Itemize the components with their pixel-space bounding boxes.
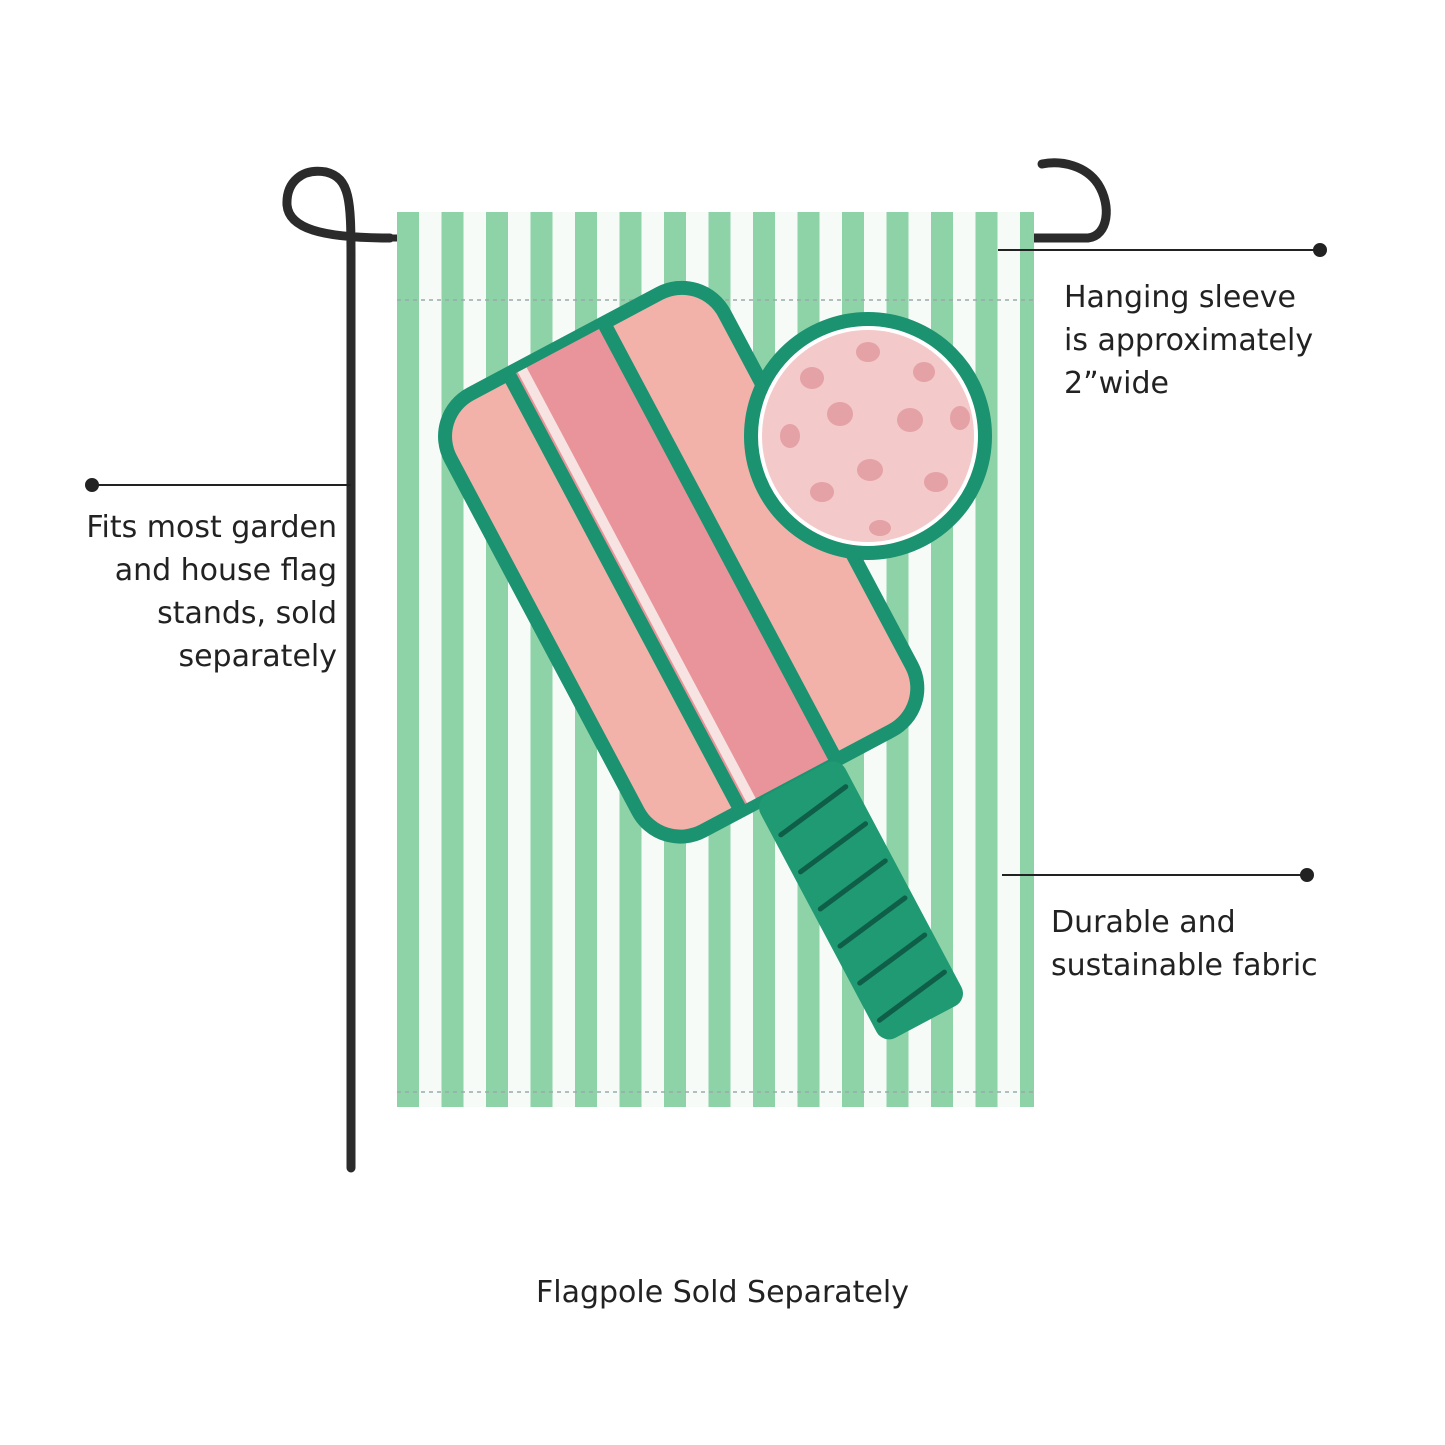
flag-stripe — [975, 212, 998, 1107]
callout-line: and house flag — [114, 553, 337, 588]
leader-dot-stand — [85, 478, 99, 492]
callout-line: is approximately — [1064, 323, 1314, 358]
callout-line: separately — [178, 639, 337, 674]
callout-stand-compatibility: Fits most garden and house flag stands, … — [86, 506, 337, 678]
flag-stripe — [486, 212, 508, 1107]
pickleball-paddle — [438, 280, 963, 1040]
flag-stripe — [397, 212, 419, 1107]
paddle-stripe-edge-left — [503, 373, 746, 811]
callout-line: 2”wide — [1064, 366, 1169, 401]
pickleball-holes — [780, 342, 970, 536]
callout-leaders — [85, 243, 1327, 882]
callout-line: sustainable fabric — [1051, 948, 1318, 983]
callout-line: Durable and — [1051, 905, 1236, 940]
callout-line: Fits most garden — [86, 510, 337, 545]
paddle-stripe-highlight — [517, 367, 756, 804]
callout-hanging-sleeve: Hanging sleeve is approximately 2”wide — [1064, 276, 1313, 405]
leader-dot-sleeve — [1313, 243, 1327, 257]
leader-dot-fabric — [1300, 868, 1314, 882]
paddle-stripe-edge-right — [599, 322, 841, 760]
callout-line: Hanging sleeve — [1064, 280, 1297, 315]
pickleball — [744, 312, 992, 560]
flag-stand-pole — [282, 166, 395, 1173]
paddle-center-stripe — [515, 328, 830, 805]
paddle-grip-wraps — [778, 784, 947, 1023]
flag-stripe — [441, 212, 464, 1107]
callout-line: stands, sold — [157, 596, 337, 631]
flagpole-note: Flagpole Sold Separately — [535, 1275, 909, 1310]
flag-stripe — [1020, 212, 1034, 1107]
callout-fabric: Durable and sustainable fabric — [1051, 901, 1318, 987]
flag-stand-end-hook — [1029, 158, 1111, 243]
paddle-handle — [758, 761, 963, 1040]
